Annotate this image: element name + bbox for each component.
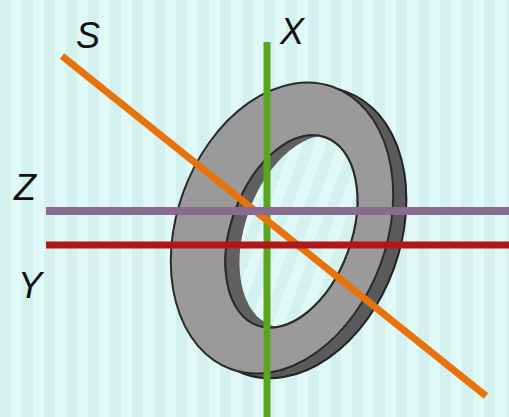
axis-label: S xyxy=(76,18,100,54)
s-axis xyxy=(62,56,486,396)
ring xyxy=(132,51,445,410)
z-axis xyxy=(46,207,509,215)
hole-outline xyxy=(201,117,382,346)
x-axis xyxy=(264,42,271,417)
y-axis xyxy=(46,242,509,249)
axis-label: X xyxy=(280,14,304,50)
axis-label: Z xyxy=(14,170,36,206)
axis-label: Y xyxy=(18,268,42,304)
